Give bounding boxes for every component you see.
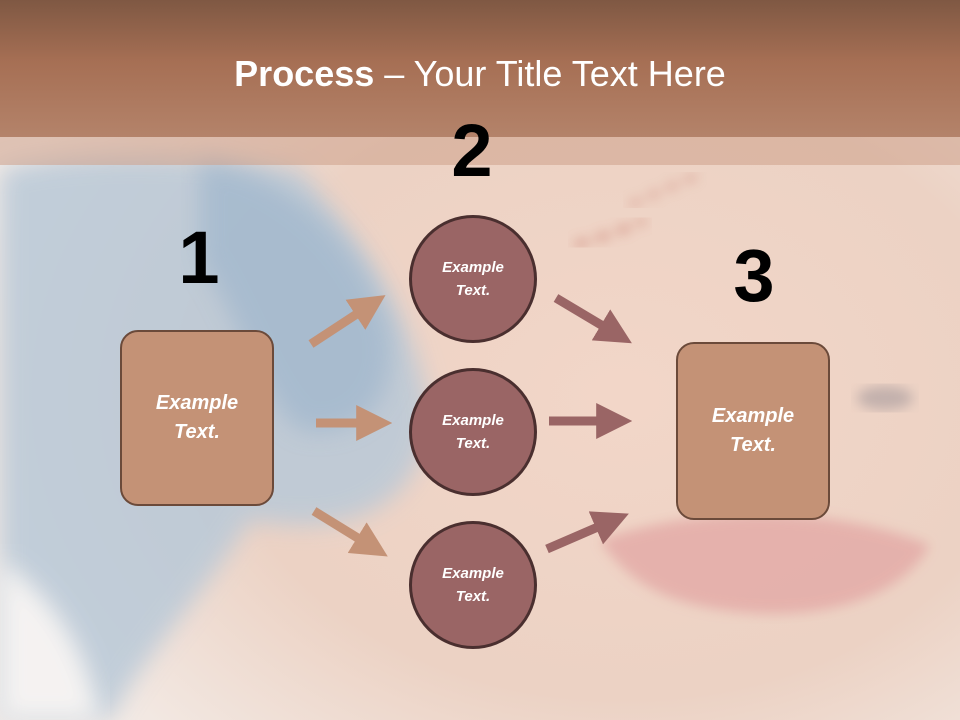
arrow-from-bottom-circle xyxy=(545,511,629,554)
lips-shape xyxy=(600,514,930,614)
title-band xyxy=(0,137,960,165)
circle-top: Example Text. xyxy=(409,215,537,343)
glove-finger-shape xyxy=(200,160,392,432)
marker-line xyxy=(574,217,647,248)
step-2-number: 2 xyxy=(451,109,493,192)
left-box: Example Text. xyxy=(120,330,274,506)
step-3-number: 3 xyxy=(733,234,775,317)
arrow-to-bottom-circle xyxy=(311,507,388,557)
circle-middle: Example Text. xyxy=(409,368,537,496)
title-rest: – Your Title Text Here xyxy=(374,53,726,94)
nostril-shape xyxy=(857,386,913,410)
slide-title: Process – Your Title Text Here xyxy=(0,52,960,96)
left-box-label: Example Text. xyxy=(155,392,239,443)
arrow-from-top-circle xyxy=(553,294,632,344)
circle-middle-label: Example Text. xyxy=(442,412,504,452)
circle-bottom: Example Text. xyxy=(409,521,537,649)
title-bold: Process xyxy=(234,53,375,94)
circle-bottom-label: Example Text. xyxy=(442,565,504,605)
arrow-to-top-circle xyxy=(308,295,386,348)
title-bar xyxy=(0,0,960,137)
circle-top-label: Example Text. xyxy=(442,259,504,299)
right-box: Example Text. xyxy=(676,342,830,520)
marker-line xyxy=(629,172,701,208)
step-1-number: 1 xyxy=(178,216,220,299)
right-box-label: Example Text. xyxy=(711,405,795,456)
light-corner xyxy=(0,560,100,720)
